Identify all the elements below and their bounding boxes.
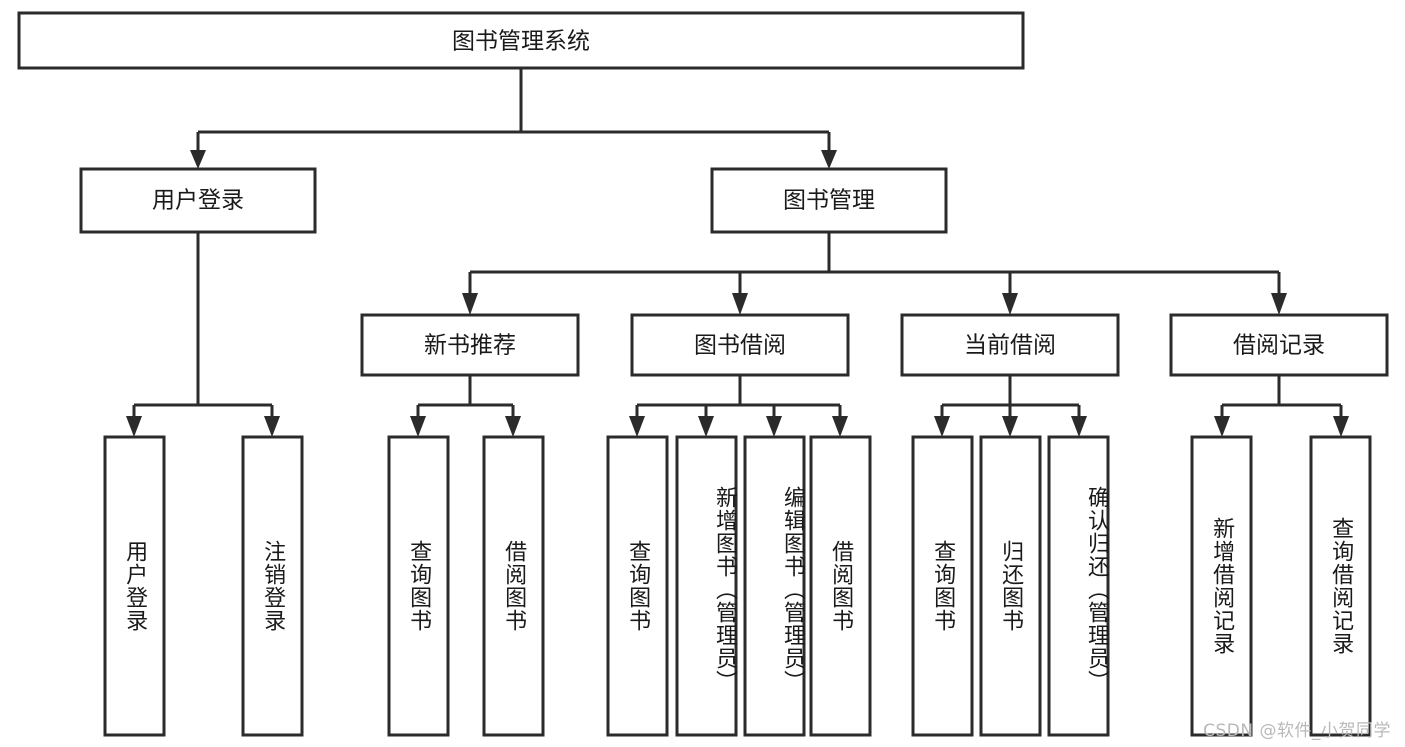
node-root[interactable]: 图书管理系统 bbox=[17, 11, 1025, 70]
node-book-borrow-box[interactable] bbox=[630, 313, 850, 377]
node-leaf-add-record-box[interactable] bbox=[1190, 435, 1253, 737]
node-leaf-confirm-return-box[interactable] bbox=[1047, 435, 1110, 737]
arrow-to-leaf-user-login bbox=[126, 416, 142, 437]
node-current-borrow[interactable]: 当前借阅 bbox=[900, 313, 1120, 377]
arrow-to-current-borrow bbox=[1002, 293, 1018, 315]
node-book-manage-label: 图书管理 bbox=[783, 188, 875, 214]
node-leaf-user-login-box[interactable] bbox=[103, 435, 166, 737]
arrow-to-leaf-query-book-2 bbox=[629, 416, 645, 437]
node-borrow-record[interactable]: 借阅记录 bbox=[1169, 313, 1389, 377]
arrow-to-leaf-query-book-1 bbox=[410, 416, 426, 437]
node-user-login[interactable]: 用户登录 bbox=[79, 167, 317, 234]
leaf-box-group bbox=[103, 435, 1372, 737]
node-current-borrow-box[interactable] bbox=[900, 313, 1120, 377]
node-borrow-record-label: 借阅记录 bbox=[1233, 333, 1325, 359]
node-new-book-rec-box[interactable] bbox=[360, 313, 580, 377]
arrow-to-leaf-borrow-book-1 bbox=[505, 416, 521, 437]
node-user-login-box[interactable] bbox=[79, 167, 317, 234]
node-root-box[interactable] bbox=[17, 11, 1025, 70]
arrow-to-leaf-query-book-3 bbox=[934, 416, 950, 437]
arrow-to-leaf-query-record bbox=[1333, 416, 1349, 437]
node-leaf-query-book-3-box[interactable] bbox=[911, 435, 974, 737]
arrow-to-new-book-rec bbox=[462, 293, 478, 315]
node-new-book-rec-label: 新书推荐 bbox=[424, 333, 516, 359]
node-leaf-edit-book-box[interactable] bbox=[743, 435, 806, 737]
node-root-label: 图书管理系统 bbox=[452, 29, 590, 55]
connector-group-book-borrow bbox=[629, 375, 848, 437]
node-leaf-borrow-book-1-box[interactable] bbox=[482, 435, 545, 737]
node-new-book-rec[interactable]: 新书推荐 bbox=[360, 313, 580, 377]
arrow-to-leaf-edit-book bbox=[766, 416, 782, 437]
node-leaf-add-book-box[interactable] bbox=[675, 435, 738, 737]
arrow-to-leaf-borrow-book-2 bbox=[832, 416, 848, 437]
arrow-to-book-borrow bbox=[732, 293, 748, 315]
connector-group-new-book-rec bbox=[410, 375, 521, 437]
connector-group-book-manage bbox=[462, 232, 1287, 315]
node-current-borrow-label: 当前借阅 bbox=[964, 333, 1056, 359]
connector-group-user-login bbox=[126, 232, 280, 437]
arrow-to-leaf-add-book bbox=[698, 416, 714, 437]
arrow-to-leaf-return-book bbox=[1002, 416, 1018, 437]
node-leaf-borrow-book-2-box[interactable] bbox=[809, 435, 872, 737]
node-user-login-label: 用户登录 bbox=[152, 188, 244, 214]
arrow-to-leaf-confirm-return bbox=[1071, 416, 1087, 437]
arrow-to-leaf-logout bbox=[264, 416, 280, 437]
node-borrow-record-box[interactable] bbox=[1169, 313, 1389, 377]
node-leaf-query-book-2-box[interactable] bbox=[606, 435, 669, 737]
arrow-to-leaf-add-record bbox=[1214, 416, 1230, 437]
node-book-borrow-label: 图书借阅 bbox=[694, 333, 786, 359]
node-leaf-query-book-1-box[interactable] bbox=[387, 435, 450, 737]
connector-group-root bbox=[190, 68, 837, 169]
connector-group-current-borrow bbox=[934, 375, 1087, 437]
node-book-manage[interactable]: 图书管理 bbox=[710, 167, 948, 234]
connector-group-borrow-record bbox=[1214, 375, 1349, 437]
node-leaf-return-book-box[interactable] bbox=[979, 435, 1042, 737]
node-book-borrow[interactable]: 图书借阅 bbox=[630, 313, 850, 377]
arrow-root-to-user-login bbox=[190, 150, 206, 169]
arrow-to-borrow-record bbox=[1271, 293, 1287, 315]
arrow-root-to-book-manage bbox=[821, 150, 837, 169]
watermark-csdn: CSDN @软件_小贺同学 bbox=[1203, 721, 1391, 741]
node-leaf-logout-box[interactable] bbox=[241, 435, 304, 737]
node-leaf-query-record-box[interactable] bbox=[1309, 435, 1372, 737]
node-book-manage-box[interactable] bbox=[710, 167, 948, 234]
